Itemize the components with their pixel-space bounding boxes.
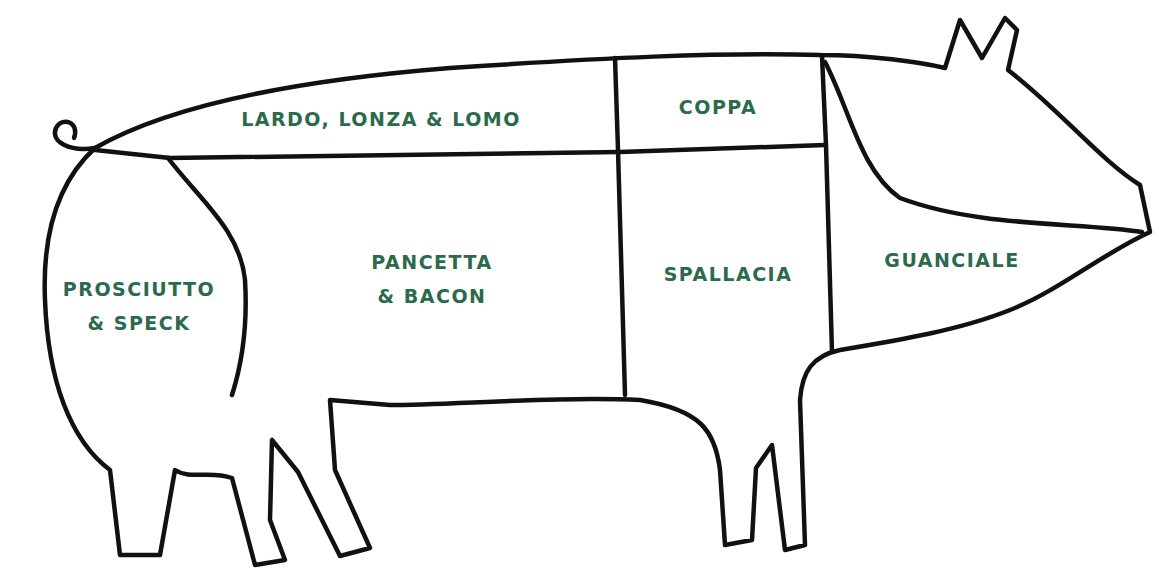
cut-region: COPPA <box>648 90 788 124</box>
cut-line <box>95 145 825 158</box>
cut-line <box>168 158 246 395</box>
cut-region: SPALLACIA <box>638 257 818 291</box>
cut-line <box>615 58 625 395</box>
cut-name: LARDO, LONZA & LOMO <box>211 102 551 136</box>
cut-name: PANCETTA & BACON <box>362 245 502 313</box>
pig-tail <box>55 122 95 149</box>
cut-region: LARDO, LONZA & LOMO <box>211 102 551 136</box>
cut-name: COPPA <box>648 90 788 124</box>
cut-line <box>825 62 1142 232</box>
cut-name: SPALLACIA <box>638 257 818 291</box>
cut-name: PROSCIUTTO & SPECK <box>60 272 218 340</box>
pig-outline <box>45 18 1150 565</box>
cut-region: GUANCIALE <box>862 243 1042 277</box>
cut-region: PROSCIUTTO & SPECK <box>60 272 218 340</box>
cut-region: PANCETTA & BACON <box>362 245 502 313</box>
cut-line <box>822 56 832 352</box>
cut-name: GUANCIALE <box>862 243 1042 277</box>
